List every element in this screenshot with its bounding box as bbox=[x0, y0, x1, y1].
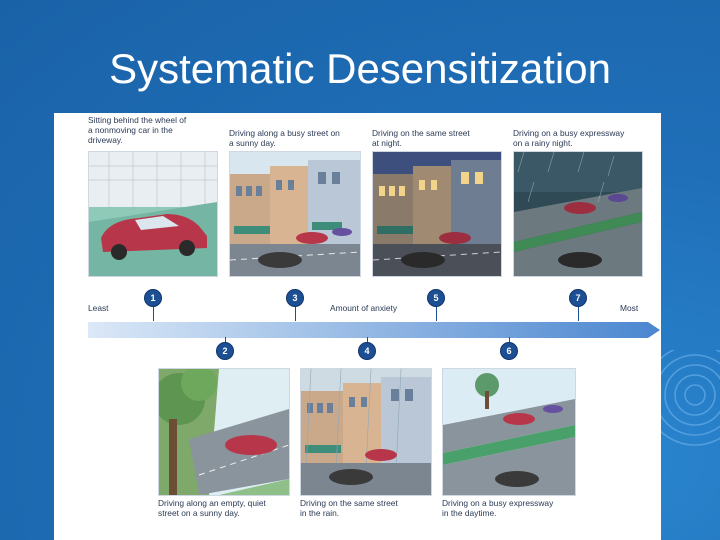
tick-step-5 bbox=[436, 299, 437, 321]
step-badge-3: 3 bbox=[286, 289, 304, 307]
tick-step-3 bbox=[295, 299, 296, 321]
anxiety-axis bbox=[88, 318, 660, 342]
step-badge-1: 1 bbox=[144, 289, 162, 307]
caption-step-3: Driving along a busy street on a sunny d… bbox=[229, 128, 340, 148]
scene-busy-street-sunny bbox=[229, 151, 361, 277]
axis-right-label: Most bbox=[620, 303, 639, 313]
slide-title: Systematic Desensitization bbox=[109, 45, 611, 92]
scene-expressway-rainy-night bbox=[513, 151, 643, 277]
caption-step-2: Driving along an empty, quiet street on … bbox=[158, 498, 266, 518]
scene-street-rain bbox=[300, 368, 432, 496]
anxiety-hierarchy-figure: Sitting behind the wheel of a nonmoving … bbox=[54, 113, 661, 540]
step-badge-4: 4 bbox=[358, 342, 376, 360]
tick-step-7 bbox=[578, 299, 579, 321]
step-badge-5: 5 bbox=[427, 289, 445, 307]
caption-step-5: Driving on the same street at night. bbox=[372, 128, 470, 148]
scene-quiet-street bbox=[158, 368, 290, 496]
caption-step-6: Driving on a busy expressway in the dayt… bbox=[442, 498, 554, 518]
scene-expressway-daytime bbox=[442, 368, 576, 496]
caption-step-7: Driving on a busy expressway on a rainy … bbox=[513, 128, 625, 148]
step-badge-7: 7 bbox=[569, 289, 587, 307]
axis-left-label: Least bbox=[88, 303, 109, 313]
caption-step-1: Sitting behind the wheel of a nonmoving … bbox=[88, 115, 187, 145]
anxiety-axis-arrow bbox=[88, 322, 660, 338]
caption-step-4: Driving on the same street in the rain. bbox=[300, 498, 398, 518]
scene-driveway bbox=[88, 151, 218, 277]
scene-street-night bbox=[372, 151, 502, 277]
step-badge-2: 2 bbox=[216, 342, 234, 360]
tick-step-1 bbox=[153, 299, 154, 321]
step-badge-6: 6 bbox=[500, 342, 518, 360]
axis-center-label: Amount of anxiety bbox=[330, 303, 398, 313]
